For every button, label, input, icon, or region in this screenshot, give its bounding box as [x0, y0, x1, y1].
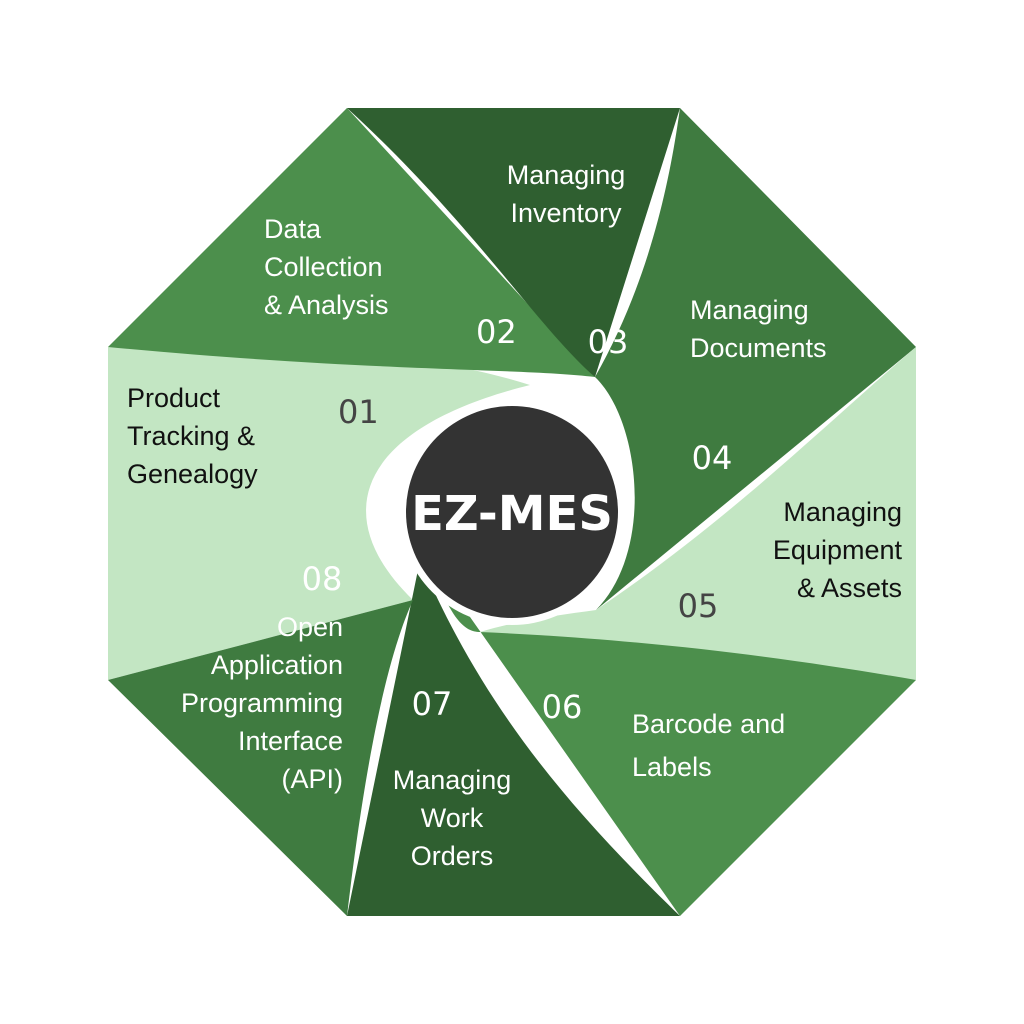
segment-02-number: 02 [476, 313, 517, 351]
segment-08-number: 08 [302, 560, 343, 598]
segment-07-number: 07 [412, 685, 453, 723]
segment-08-label-line: Programming [181, 688, 343, 718]
segment-03-label-line: Inventory [510, 198, 622, 228]
segment-04 [595, 108, 916, 610]
segment-02-label-line: Collection [264, 252, 383, 282]
segment-06-number: 06 [542, 688, 583, 726]
hub: EZ-MES [399, 399, 625, 625]
hub-label: EZ-MES [411, 486, 613, 542]
segments-group [108, 108, 916, 916]
segment-07-label-line: Managing [393, 765, 512, 795]
segment-06-label-line: Barcode and [632, 709, 785, 739]
segment-05-label-line: Managing [783, 497, 902, 527]
segment-01-label-line: Product [127, 383, 221, 413]
segment-07-label-line: Orders [411, 841, 494, 871]
segment-02 [108, 108, 595, 377]
segment-03-number: 03 [588, 323, 629, 361]
segment-03-label-line: Managing [507, 160, 626, 190]
segment-05-label-line: Equipment [773, 535, 903, 565]
segment-04-number: 04 [692, 439, 733, 477]
segment-03 [347, 108, 680, 377]
segment-06 [430, 560, 916, 916]
segment-08-label-line: Application [211, 650, 343, 680]
segment-06-label-line: Labels [632, 752, 712, 782]
segment-07-label-line: Work [421, 803, 484, 833]
segment-04-label-line: Documents [690, 333, 827, 363]
segment-08-label-line: Interface [238, 726, 343, 756]
segment-01-label-line: Genealogy [127, 459, 258, 489]
segment-05-number: 05 [678, 587, 719, 625]
segment-08-label-line: Open [277, 612, 343, 642]
segment-08 [108, 600, 413, 916]
segment-01 [108, 344, 530, 680]
segment-01-label-line: Tracking & [127, 421, 255, 451]
segment-01-number: 01 [338, 393, 379, 431]
hub-circle [406, 406, 618, 618]
segment-04-label-line: Managing [690, 295, 809, 325]
segment-02-label-line: & Analysis [264, 290, 389, 320]
segment-07 [347, 560, 680, 916]
segment-05 [480, 347, 916, 680]
segment-05-label-line: & Assets [797, 573, 902, 603]
segment-02-label-line: Data [264, 214, 322, 244]
segment-08-label-line: (API) [281, 764, 343, 794]
